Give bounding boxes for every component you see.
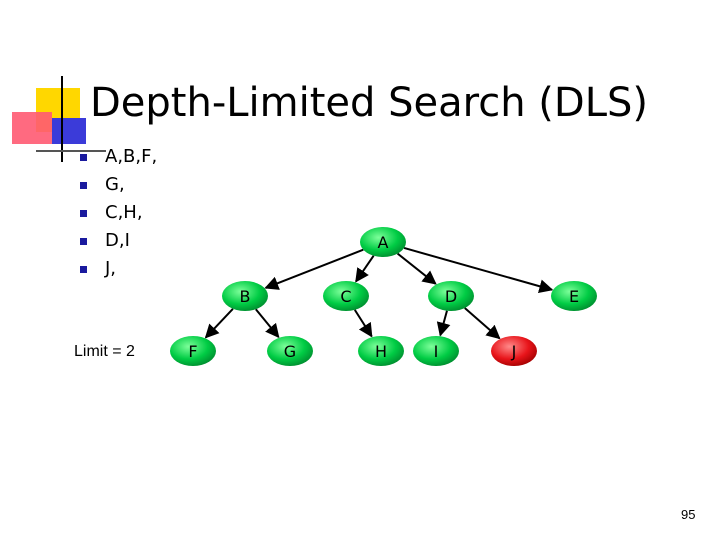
depth-limit-label: Limit = 2 xyxy=(74,343,135,360)
node-label: G xyxy=(284,342,296,361)
node-ellipse xyxy=(222,281,268,311)
node-ellipse xyxy=(323,281,369,311)
node-ellipse xyxy=(267,336,313,366)
tree-node-b: B xyxy=(222,281,268,311)
tree-node-i: I xyxy=(413,336,459,366)
bullet-text: G, xyxy=(105,174,125,195)
tree-node-a: A xyxy=(360,227,406,257)
edge-b-g xyxy=(255,308,280,339)
edge-b-f xyxy=(204,308,234,339)
bullet-text: D,I xyxy=(105,230,130,251)
edge-a-c xyxy=(355,255,375,283)
square-bullet-icon xyxy=(80,210,87,217)
tree-node-f: F xyxy=(170,336,216,366)
node-ellipse xyxy=(170,336,216,366)
node-label: B xyxy=(240,287,251,306)
node-label: E xyxy=(569,287,579,306)
page-title: Depth-Limited Search (DLS) xyxy=(90,80,648,126)
node-ellipse xyxy=(428,281,474,311)
square-bullet-icon xyxy=(80,238,87,245)
node-label: A xyxy=(378,233,389,252)
page-number: 95 xyxy=(681,507,696,522)
logo-horizontal-line xyxy=(36,150,106,152)
square-bullet-icon xyxy=(80,182,87,189)
bullet-text: C,H, xyxy=(105,202,143,223)
edge-c-h xyxy=(353,309,373,338)
tree-node-j: J xyxy=(491,336,537,366)
node-label: D xyxy=(445,287,457,306)
node-ellipse xyxy=(360,227,406,257)
tree-node-c: C xyxy=(323,281,369,311)
tree-node-h: H xyxy=(358,336,404,366)
node-ellipse xyxy=(491,336,537,366)
edge-d-j xyxy=(464,307,501,340)
square-bullet-icon xyxy=(80,266,87,273)
corner-logo xyxy=(0,0,106,162)
tree-node-g: G xyxy=(267,336,313,366)
edge-a-d xyxy=(396,252,437,285)
node-ellipse xyxy=(413,336,459,366)
node-label: H xyxy=(375,342,387,361)
tree-node-e: E xyxy=(551,281,597,311)
edge-a-e xyxy=(403,247,554,294)
tree-node-d: D xyxy=(428,281,474,311)
bullet-text: A,B,F, xyxy=(105,146,158,167)
node-label: C xyxy=(340,287,351,306)
node-ellipse xyxy=(551,281,597,311)
logo-vertical-line xyxy=(61,76,63,162)
edge-d-i xyxy=(436,310,451,337)
edge-a-b xyxy=(264,248,364,290)
node-label: F xyxy=(188,342,197,361)
logo-blue-square xyxy=(52,118,86,144)
node-ellipse xyxy=(358,336,404,366)
logo-red-square xyxy=(12,112,52,144)
node-label: J xyxy=(511,342,517,361)
node-label: I xyxy=(434,342,439,361)
square-bullet-icon xyxy=(80,154,87,161)
bullet-text: J, xyxy=(105,258,117,279)
